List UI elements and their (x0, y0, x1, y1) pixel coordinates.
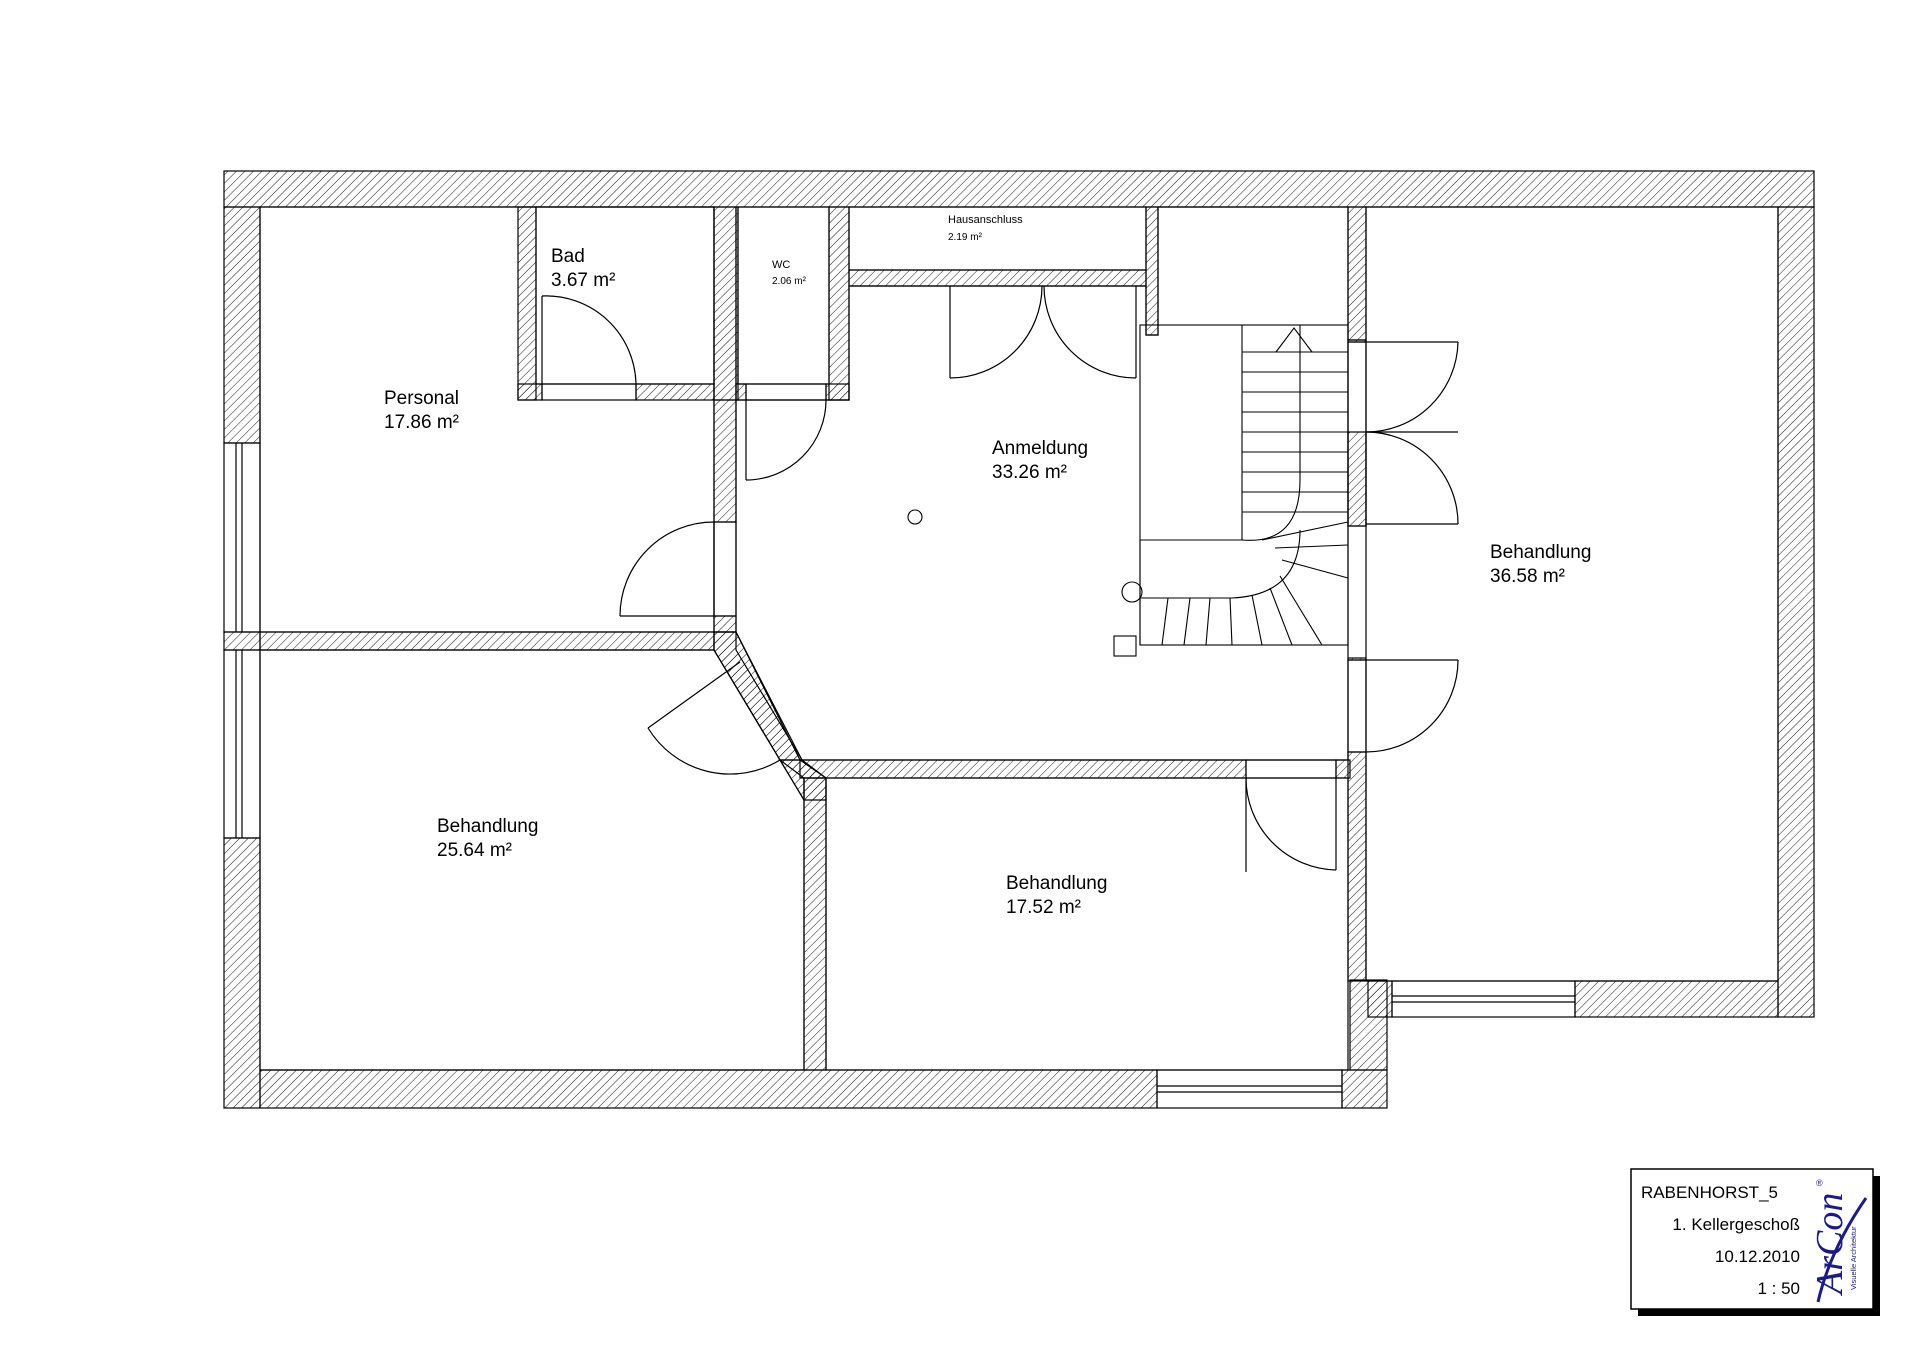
wall-wc-bottom-b (825, 383, 850, 401)
wall-hausanschluss-bottom (848, 269, 1147, 287)
window-right-wing (1391, 980, 1576, 1018)
wall-personal-right-lower (713, 615, 737, 633)
wall-south-room-left (803, 777, 827, 1071)
fixture-circle-stair (1121, 581, 1143, 603)
wall-bad-bottom-b (635, 383, 715, 401)
door-east-lower (1347, 659, 1459, 753)
door-behandlung-south (1245, 759, 1337, 872)
wall-bad-left (517, 206, 537, 401)
wall-personal-right (713, 399, 737, 523)
wall-bottom-right (1341, 1069, 1388, 1109)
wall-left-lower (223, 837, 261, 1109)
fixture-square (1113, 635, 1137, 657)
room-name-wc: WC (772, 259, 790, 271)
arcon-logo: ArCon Visuelle Architektur ® (1806, 1172, 1868, 1306)
wall-right (1777, 206, 1815, 1018)
wall-east-separator-a (1347, 206, 1367, 341)
staircase (907, 324, 1349, 657)
outline-sw (259, 649, 805, 1071)
wall-south-room-top-a (799, 759, 1247, 779)
room-area-bad: 3.67 m² (551, 270, 615, 291)
door-behandlung-sw (647, 661, 781, 775)
wall-bad-bottom-a (517, 383, 543, 401)
wall-east-separator-c (1347, 431, 1367, 527)
door-personal (619, 521, 737, 617)
outline-personal (259, 206, 715, 633)
stair-landing-box (1139, 324, 1349, 646)
room-name-behandlung-east: Behandlung (1490, 542, 1591, 563)
arcon-logo-text: ArCon (1809, 1193, 1851, 1297)
wall-left-middle (223, 631, 261, 651)
outline-hausanschluss (848, 206, 1147, 271)
wall-south-room-top-b (1335, 759, 1351, 779)
doors (541, 285, 1459, 872)
room-area-personal: 17.86 m² (384, 412, 459, 433)
arcon-logo-subtitle: Visuelle Architektur (1849, 1226, 1858, 1290)
room-name-bad: Bad (551, 246, 585, 267)
room-name-behandlung-south: Behandlung (1006, 873, 1107, 894)
outer-walls (223, 170, 1815, 1109)
room-area-behandlung-east: 36.58 m² (1490, 566, 1565, 587)
outline-anmeldung (735, 206, 1349, 761)
door-wc (745, 383, 827, 481)
wall-wc-right (828, 206, 850, 401)
title-date: 10.12.2010 (1715, 1247, 1800, 1266)
title-block: RABENHORST_5 1. Kellergeschoß 10.12.2010… (1630, 1168, 1880, 1316)
room-area-hausanschluss: 2.19 m² (948, 232, 983, 243)
room-area-anmeldung: 33.26 m² (992, 462, 1067, 483)
outline-south (825, 777, 1349, 1071)
room-name-anmeldung: Anmeldung (992, 438, 1088, 459)
window-bottom (1156, 1069, 1343, 1109)
room-name-behandlung-sw: Behandlung (437, 816, 538, 837)
room-name-hausanschluss: Hausanschluss (948, 214, 1023, 226)
title-scale: 1 : 50 (1757, 1279, 1800, 1298)
room-area-wc: 2.06 m² (772, 276, 807, 287)
room-labels: Personal 17.86 m² Bad 3.67 m² WC 2.06 m²… (384, 214, 1591, 918)
wall-bottom-left (259, 1069, 1158, 1109)
arcon-logo-registered: ® (1816, 1178, 1823, 1188)
wall-hausanschluss-right (1145, 206, 1159, 336)
wall-bad-right (713, 206, 737, 401)
room-name-personal: Personal (384, 388, 459, 409)
wall-left-upper (223, 206, 261, 444)
room-outlines (259, 206, 1779, 1071)
fixture-circle-center (907, 509, 923, 525)
outline-east (1365, 206, 1779, 982)
room-area-behandlung-south: 17.52 m² (1006, 897, 1081, 918)
wall-east-separator-e (1347, 751, 1367, 982)
wall-right-bottom-a (1367, 980, 1393, 1018)
outline-bad (535, 206, 715, 385)
room-area-behandlung-sw: 25.64 m² (437, 840, 512, 861)
wall-right-bottom-b (1574, 980, 1779, 1018)
wall-top (223, 170, 1815, 208)
stair-direction-arrow (1274, 327, 1314, 353)
door-hausanschluss (949, 285, 1137, 379)
wall-personal-bottom (259, 631, 715, 651)
title-project: RABENHORST_5 (1641, 1183, 1778, 1202)
title-floor: 1. Kellergeschoß (1672, 1215, 1800, 1234)
outline-wc (737, 206, 830, 385)
arcon-logo-swoosh (1816, 1197, 1868, 1303)
interior-walls (259, 206, 1367, 1071)
wall-wc-bottom-a (735, 383, 747, 401)
wall-diagonal-upper (713, 631, 804, 761)
